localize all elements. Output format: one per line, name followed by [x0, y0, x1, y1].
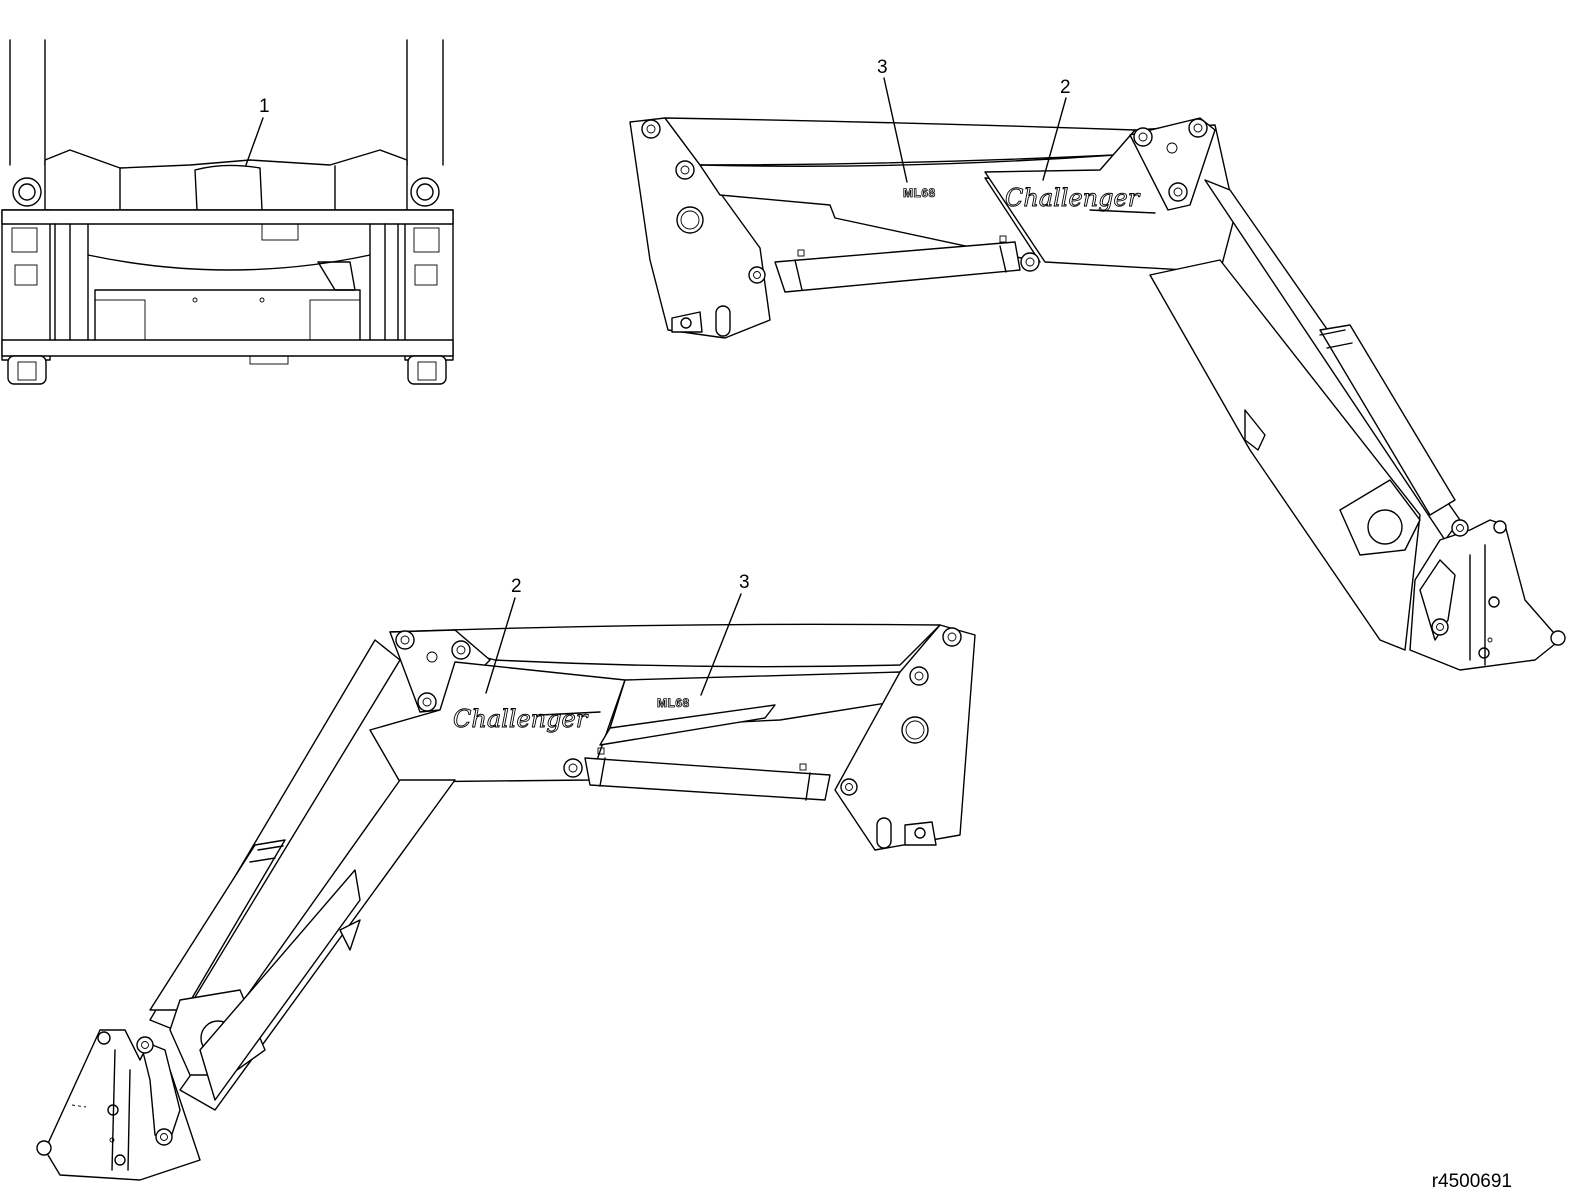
callout-3-left-label: 3 — [739, 572, 750, 593]
loader-front-view — [1, 39, 454, 385]
callout-1: 1 — [245, 96, 270, 166]
brand-decal-left: Challenger — [453, 705, 589, 733]
figure-reference-id: r4500691 — [1432, 1171, 1512, 1192]
loader-arm-right: ML68 Challenger — [629, 117, 1566, 671]
callout-3-right: 3 — [877, 57, 908, 183]
callout-3-right-label: 3 — [877, 57, 888, 78]
callout-2-left-label: 2 — [511, 576, 522, 597]
callout-2-right-label: 2 — [1060, 77, 1071, 98]
loader-arm-left: Challenger ML68 — [36, 623, 976, 1181]
callout-2-right: 2 — [1042, 77, 1071, 181]
brand-decal-right: Challenger — [1005, 184, 1141, 212]
front-decal-plate — [194, 164, 263, 211]
callout-1-label: 1 — [259, 96, 270, 117]
callout-2-left: 2 — [485, 576, 522, 694]
callout-3-left: 3 — [700, 572, 750, 696]
model-decal-right: ML68 — [903, 186, 936, 200]
model-decal-left: ML68 — [657, 696, 690, 710]
